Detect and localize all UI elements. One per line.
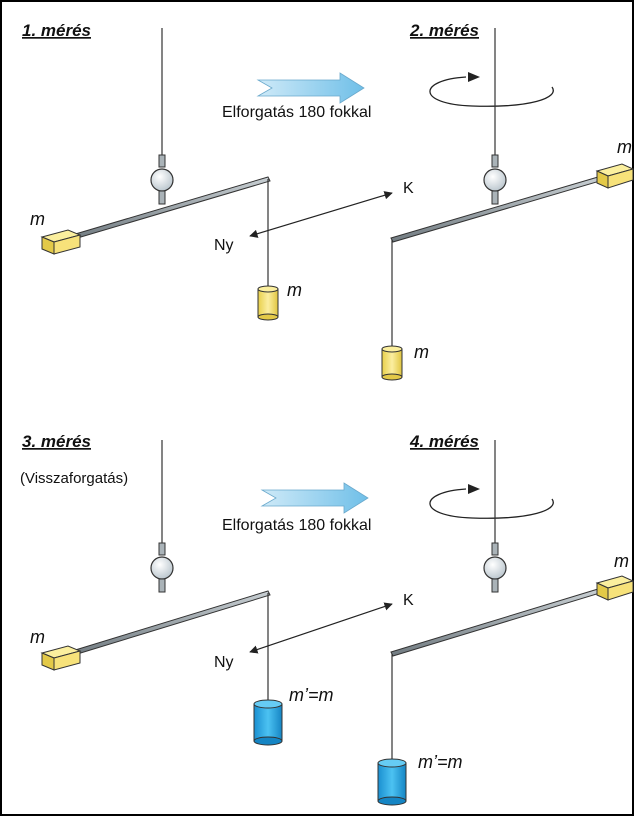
- beam-holder: [158, 578, 166, 593]
- mirror-bulb: [483, 168, 507, 192]
- beam-holder: [491, 578, 499, 593]
- hanging-mass-label: m: [414, 342, 429, 362]
- rotation-label: Elforgatás 180 fokkal: [222, 104, 371, 121]
- balance-beam: [390, 588, 601, 657]
- hanging-mass-label: m’=m: [418, 752, 463, 772]
- fibre-clamp: [491, 542, 499, 556]
- panel-3: 3. mérés (Visszaforgatás) m m’=m K Ny El…: [20, 432, 414, 746]
- box-mass: [40, 229, 82, 255]
- west-label: Ny: [214, 654, 234, 671]
- rotation-arrow: [260, 482, 369, 514]
- hanging-cylinder: [253, 699, 283, 746]
- fibre-clamp: [158, 154, 166, 168]
- box-mass-label: m: [617, 137, 632, 157]
- west-label: Ny: [214, 237, 234, 254]
- panel-title: 4. mérés: [409, 432, 479, 451]
- panel-4: 4. mérés m m’=m: [377, 432, 634, 806]
- mirror-bulb: [483, 556, 507, 580]
- rotation-swirl-icon: [429, 484, 554, 519]
- panel-2: 2. mérés m m: [381, 21, 634, 381]
- box-mass: [40, 645, 82, 671]
- rotation-swirl-icon: [429, 72, 554, 107]
- panel-title: 1. mérés: [22, 21, 91, 40]
- hanging-cylinder: [377, 758, 407, 806]
- box-mass-label: m: [30, 209, 45, 229]
- panel-title: 2. mérés: [409, 21, 479, 40]
- beam-holder: [491, 190, 499, 205]
- fibre-clamp: [158, 542, 166, 556]
- hanging-cylinder: [381, 345, 403, 381]
- mirror-bulb: [150, 556, 174, 580]
- box-mass-label: m: [30, 627, 45, 647]
- panel-title: 3. mérés: [22, 432, 91, 451]
- east-label: K: [403, 592, 414, 609]
- fibre-clamp: [491, 154, 499, 168]
- hanging-cylinder: [257, 285, 279, 321]
- box-mass: [595, 163, 634, 189]
- hanging-mass-label: m: [287, 280, 302, 300]
- hanging-mass-label: m’=m: [289, 685, 334, 705]
- rotation-label: Elforgatás 180 fokkal: [222, 517, 371, 534]
- panel-subtitle: (Visszaforgatás): [20, 470, 128, 487]
- box-mass: [595, 575, 634, 601]
- rotation-arrow: [256, 72, 365, 104]
- box-mass-label: m: [614, 551, 629, 571]
- beam-holder: [158, 190, 166, 205]
- east-label: K: [403, 180, 414, 197]
- direction-arrow: [249, 602, 393, 654]
- mirror-bulb: [150, 168, 174, 192]
- panel-1: 1. mérés m m K Ny Elforgatás 180 fokkal: [22, 21, 414, 321]
- balance-beam: [71, 590, 271, 656]
- direction-arrow: [249, 191, 393, 238]
